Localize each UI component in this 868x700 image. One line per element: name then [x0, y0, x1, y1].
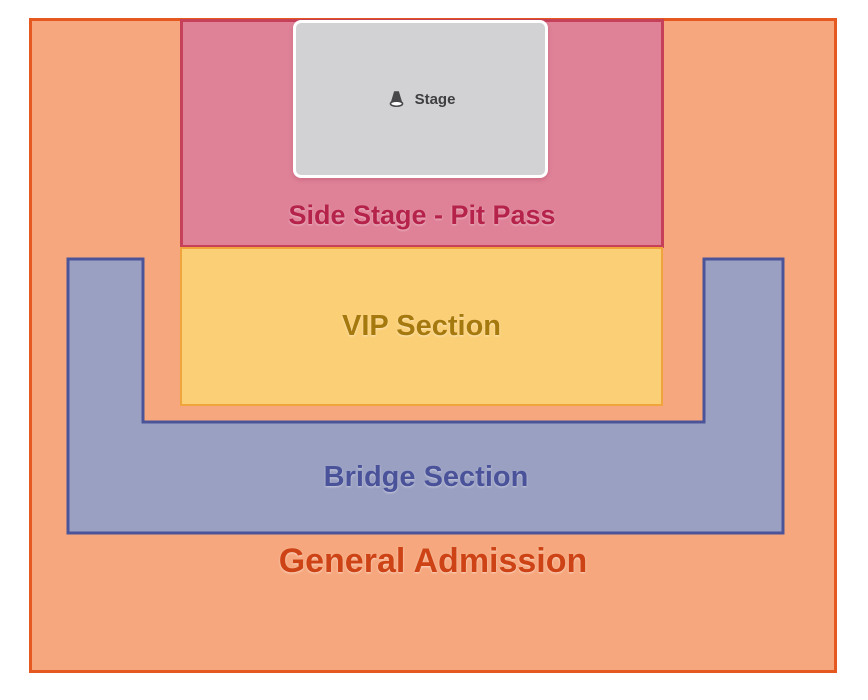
section-general-admission-label: General Admission [278, 542, 588, 580]
stage-box: Stage [293, 20, 548, 178]
section-vip-label: VIP Section [341, 310, 502, 342]
section-side-stage-pit-pass-label: Side Stage - Pit Pass [288, 200, 556, 230]
section-bridge-label: Bridge Section [323, 461, 529, 493]
bridge-u-shape [66, 257, 785, 535]
stage-light-icon [389, 90, 403, 107]
section-bridge[interactable]: Bridge Section [66, 257, 786, 536]
stage-label: Stage [414, 90, 456, 108]
section-vip[interactable]: VIP Section [180, 247, 663, 406]
